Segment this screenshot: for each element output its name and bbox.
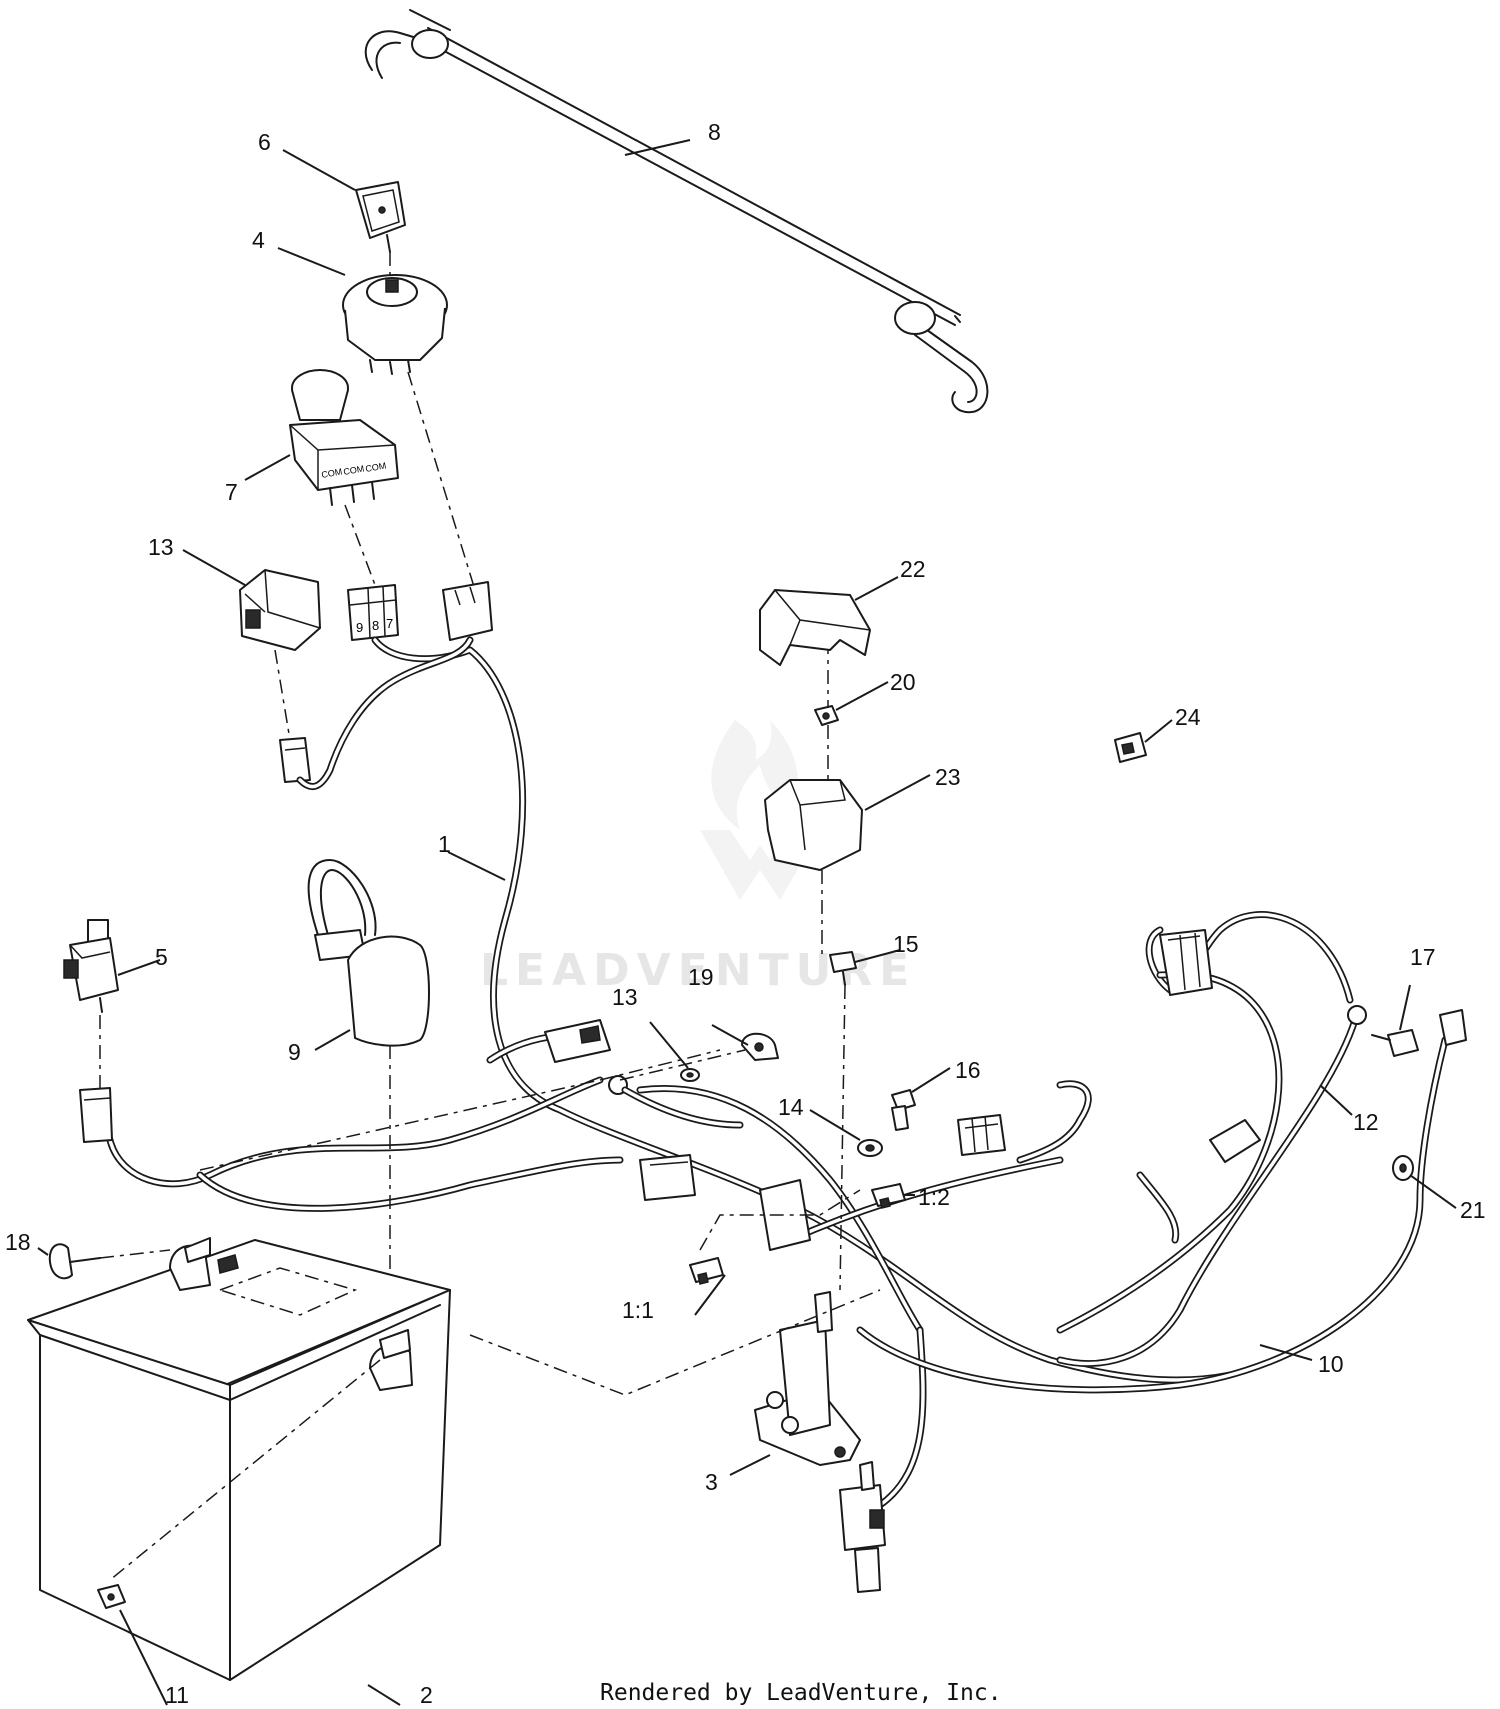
part-10-battery-cable [856,1009,1467,1394]
callout-18: 11 [165,1682,189,1708]
callout-14: 15 [893,931,919,957]
callout-7: 5 [155,944,168,970]
callout-19: 19 [688,964,714,990]
callout-6: 7 [225,479,238,505]
part-7-relay [63,919,119,1143]
part-12-hour-meter [239,569,321,741]
callout-5: 6 [258,129,271,155]
fuse-holder-centerline [199,1049,721,1171]
terminal-labels: COM COM COM 9 8 7 [321,460,394,635]
callout-17: 18 [5,1229,31,1255]
callout-21: 21 [1460,1197,1486,1223]
callout-22: 23 [935,764,961,790]
part-19-nut [741,1032,779,1061]
callout-10: 10 [1318,1351,1344,1377]
callout-20: 20 [890,669,916,695]
part-13-washer [680,1068,883,1157]
callout-2: 2 [420,1682,433,1708]
six-pin-connector [1159,929,1213,996]
harness-center-connector [544,1019,811,1251]
harness-connector-right [1209,1119,1261,1163]
part-9-fuse-holder [307,859,430,1320]
connector-label-8: 8 [372,618,379,633]
switch6-com-2: COM [343,463,365,476]
callout-13b: 14 [778,1094,804,1120]
part-17-bolt [48,1243,171,1280]
connector-987 [347,584,399,641]
ring-terminal [608,1075,744,1129]
callout-3: 3 [705,1469,718,1495]
part-21-clip [1392,1155,1414,1181]
callout-labels: 6 4 8 7 13 22 20 24 23 1 15 5 19 17 13 9… [5,119,1486,1708]
callout-15: 16 [955,1057,981,1083]
callout-24: 24 [1175,704,1201,730]
callout-9: 9 [288,1039,301,1065]
footer-credit: Rendered by LeadVenture, Inc. [600,1680,1002,1706]
part-24-clip [1114,732,1147,763]
leader-lines [37,139,1457,1706]
part-4-ignition-switch [342,274,476,591]
part-3-solenoid [754,1291,861,1466]
fastener-centerline-13 [619,1049,746,1081]
callout-1: 1 [438,831,451,857]
part-1-2-fuse [871,1183,906,1209]
switch6-com-1: COM [321,466,343,479]
part-20-nut [814,640,839,780]
callout-13a: 13 [612,984,638,1010]
part-16-bolt [1371,1029,1419,1057]
part-23-cover [759,589,871,666]
switch6-com-3: COM [365,460,387,473]
connector-label-7: 7 [386,616,393,631]
callout-12: 13 [148,534,174,560]
connector-label-9: 9 [356,620,363,635]
part-2-battery [27,1237,881,1681]
part-14-bolt [829,951,857,1291]
callout-23: 22 [900,556,926,582]
fuse-centerline [699,1189,861,1251]
part-22-boot [764,779,863,960]
seat-switch [839,1461,886,1593]
callout-11: 12 [1353,1109,1379,1135]
callout-1-1: 1:1 [622,1297,654,1323]
callout-4: 4 [252,227,265,253]
part-5-key [355,181,406,275]
part-8-rod [364,9,989,414]
meter-harness-connector [279,737,311,783]
callout-16: 17 [1410,944,1436,970]
callout-1-2: 1:2 [918,1184,950,1210]
part-15-bolt [891,1089,916,1131]
part-18-nut [97,1584,126,1609]
eight-pin-connector [957,1114,1006,1156]
part-6-pto-switch [289,369,399,586]
callout-8: 8 [708,119,721,145]
ignition-harness-connector [442,581,493,641]
part-1-1-fuse [689,1257,724,1285]
